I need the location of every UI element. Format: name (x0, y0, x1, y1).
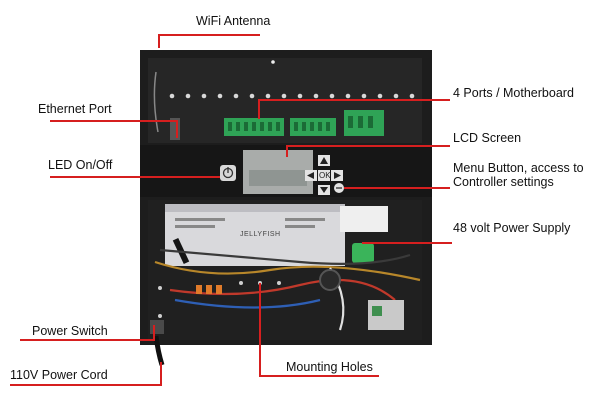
navigation-keypad (305, 155, 344, 195)
label-ports-motherboard: 4 Ports / Motherboard (453, 86, 574, 100)
leader-power-supply-h (362, 242, 452, 244)
ethernet-port (170, 118, 180, 140)
label-menu-button: Menu Button, access to Controller settin… (453, 161, 584, 189)
leader-ports-v (258, 99, 260, 119)
power-supply-unit (165, 204, 345, 266)
antenna-wire (153, 71, 159, 133)
label-wifi-antenna: WiFi Antenna (196, 14, 271, 28)
label-led-on-off: LED On/Off (48, 158, 113, 172)
label-lcd-screen: LCD Screen (453, 131, 522, 145)
leader-power-switch-v (153, 325, 155, 341)
leader-lcd-h (286, 145, 450, 147)
leader-power-cord-v (160, 362, 162, 386)
label-ethernet-port: Ethernet Port (38, 102, 112, 116)
leader-ethernet-port-v (176, 120, 178, 138)
leader-mounting-holes-v (259, 283, 261, 377)
leader-menu-h (344, 187, 450, 189)
leader-lcd-v (286, 145, 288, 157)
mounting-holes-row (169, 93, 415, 99)
power-supply-terminal (352, 243, 374, 263)
leader-mounting-holes-h (259, 375, 379, 377)
leader-led-h (50, 176, 220, 178)
label-power-supply: 48 volt Power Supply (453, 221, 571, 235)
leader-wifi-antenna-v (158, 34, 160, 48)
label-mounting-holes: Mounting Holes (286, 360, 373, 374)
ok-key-label: OK (319, 171, 331, 180)
label-power-switch: Power Switch (32, 324, 108, 338)
leader-ethernet-port-h (50, 120, 178, 122)
leader-power-cord-h (10, 384, 162, 386)
brand-logo-text: JELLYFISH (240, 231, 281, 238)
leader-ports-h (258, 99, 450, 101)
leader-power-switch-h (20, 339, 155, 341)
label-power-cord: 110V Power Cord (10, 368, 108, 382)
leader-wifi-antenna-h (158, 34, 260, 36)
terminal-blocks (224, 110, 384, 136)
